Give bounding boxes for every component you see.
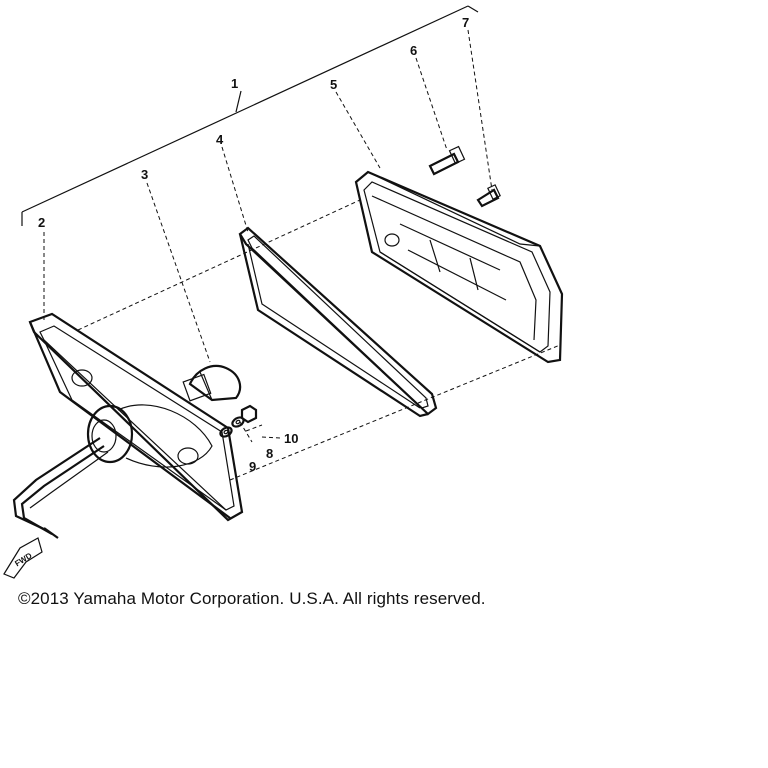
callout-10: 10 bbox=[284, 431, 298, 446]
screw-7 bbox=[476, 184, 501, 208]
fwd-arrow: FWD bbox=[3, 537, 43, 579]
gasket bbox=[238, 226, 438, 418]
callout-1: 1 bbox=[231, 76, 238, 91]
leader-lines bbox=[43, 29, 561, 481]
callout-8: 8 bbox=[266, 446, 273, 461]
screw-6 bbox=[428, 145, 466, 176]
callout-3: 3 bbox=[141, 167, 148, 182]
lamp-base-plate bbox=[28, 312, 244, 522]
callout-5: 5 bbox=[330, 77, 337, 92]
washer-9 bbox=[219, 426, 233, 438]
callout-4: 4 bbox=[216, 132, 224, 147]
copyright-notice: ©2013 Yamaha Motor Corporation. U.S.A. A… bbox=[18, 589, 486, 608]
callout-9: 9 bbox=[249, 459, 256, 474]
callout-labels: 1 2 3 4 5 6 7 8 9 10 bbox=[38, 15, 469, 474]
bulb bbox=[182, 364, 242, 402]
assembly-bracket bbox=[21, 5, 479, 226]
callout-2: 2 bbox=[38, 215, 45, 230]
wiring bbox=[12, 437, 109, 539]
lens-housing bbox=[354, 170, 564, 364]
callout-6: 6 bbox=[410, 43, 417, 58]
callout-7: 7 bbox=[462, 15, 469, 30]
nut-10 bbox=[240, 404, 258, 424]
